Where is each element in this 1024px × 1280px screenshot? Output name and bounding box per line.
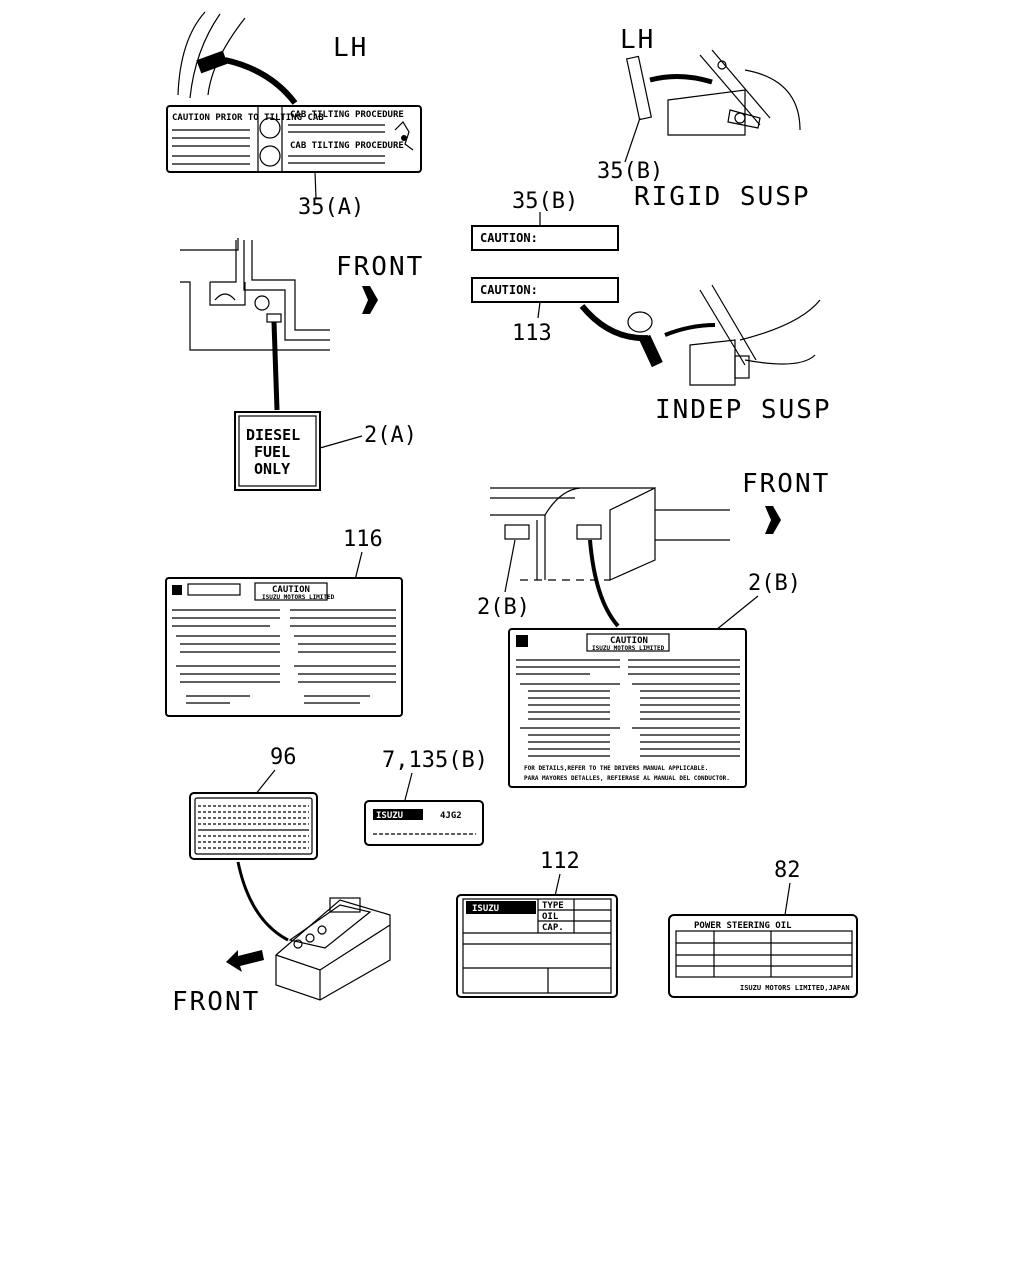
ref-116: 116 [343, 527, 383, 552]
svg-text:FUEL: FUEL [254, 443, 290, 461]
engine-sketch [275, 897, 391, 1001]
cab-area-lh-sketch [177, 11, 298, 105]
ref-82: 82 [774, 858, 801, 883]
engine-plate-7-135b: ISUZU 4JG2 [364, 800, 484, 846]
svg-text:POWER STEERING OIL: POWER STEERING OIL [694, 921, 792, 931]
cab-tilt-procedure-2: CAB TILTING PROCEDURE [290, 141, 404, 151]
front-label-2: FRONT [742, 469, 830, 499]
ref-2a: 2(A) [364, 423, 417, 448]
cab-tilt-procedure-1: CAB TILTING PROCEDURE [290, 110, 404, 120]
svg-text:CAP.: CAP. [542, 923, 564, 933]
front-label-3: FRONT [172, 987, 260, 1017]
ref-35b-mid: 35(B) [512, 189, 578, 214]
svg-text:FOR DETAILS,REFER TO THE DRIVE: FOR DETAILS,REFER TO THE DRIVERS MANUAL … [524, 765, 708, 772]
caution-label-116: CAUTION ISUZU MOTORS LIMITED [165, 577, 403, 717]
lh-label-top-right: LH [620, 25, 655, 55]
svg-text:CAUTION: CAUTION [272, 585, 310, 595]
caution-sticker-113: CAUTION: [471, 277, 619, 303]
ref-2b-left: 2(B) [477, 595, 530, 620]
svg-text:OIL: OIL [542, 912, 559, 922]
fuel-filler-sketch [180, 238, 330, 411]
front-arrow-1 [362, 286, 378, 314]
svg-text:CAUTION: CAUTION [610, 636, 648, 646]
ref-2b-right: 2(B) [748, 571, 801, 596]
rigid-susp-sketch [625, 49, 801, 136]
svg-text:ISUZU MOTORS LIMITED: ISUZU MOTORS LIMITED [262, 594, 335, 601]
svg-text:CAUTION:: CAUTION: [480, 283, 538, 297]
diesel-fuel-only-label-2a: DIESEL FUEL ONLY [234, 411, 321, 491]
indep-susp-sketch [579, 284, 821, 386]
ref-112: 112 [540, 849, 580, 874]
svg-text:ONLY: ONLY [254, 460, 290, 478]
svg-text:ISUZU: ISUZU [376, 811, 403, 821]
svg-text:ISUZU: ISUZU [472, 904, 499, 914]
front-arrow-3 [226, 950, 264, 972]
svg-text:ISUZU MOTORS LIMITED: ISUZU MOTORS LIMITED [592, 645, 665, 652]
cab-tilt-label-35a: CAUTION PRIOR TO TILTING CAB CAB TILTING… [166, 105, 422, 173]
type-plate-112: ISUZU TYPE OIL CAP. [456, 894, 618, 998]
lh-label-top-left: LH [333, 33, 368, 63]
svg-text:TYPE: TYPE [542, 901, 564, 911]
ref-35a: 35(A) [298, 195, 364, 220]
ref-35b-top: 35(B) [597, 159, 663, 184]
svg-text:DIESEL: DIESEL [246, 426, 300, 444]
rigid-susp-label: RIGID SUSP [634, 182, 811, 212]
svg-text:4JG2: 4JG2 [440, 811, 462, 821]
ref-113: 113 [512, 321, 552, 346]
power-steering-oil-label-82: POWER STEERING OIL ISUZU MOTORS LIMITED,… [668, 914, 858, 998]
svg-text:PARA MAYORES DETALLES, REFIERA: PARA MAYORES DETALLES, REFIERASE AL MANU… [524, 775, 730, 782]
caution-label-2b: CAUTION ISUZU MOTORS LIMITED FOR DETAILS… [508, 628, 747, 788]
ref-7-135b: 7,135(B) [382, 748, 488, 773]
front-arrow-2 [765, 506, 781, 534]
fuel-tank-sketch [490, 487, 730, 628]
front-label-1: FRONT [336, 252, 424, 282]
label-96 [189, 792, 318, 860]
svg-text:ISUZU MOTORS LIMITED,JAPAN: ISUZU MOTORS LIMITED,JAPAN [740, 984, 850, 992]
ref-96: 96 [270, 745, 297, 770]
caution-sticker-35b: CAUTION: [471, 225, 619, 251]
cab-tilt-caution-text: CAUTION PRIOR TO TILTING CAB [172, 113, 324, 123]
svg-text:CAUTION:: CAUTION: [480, 231, 538, 245]
indep-susp-label: INDEP SUSP [655, 395, 832, 425]
